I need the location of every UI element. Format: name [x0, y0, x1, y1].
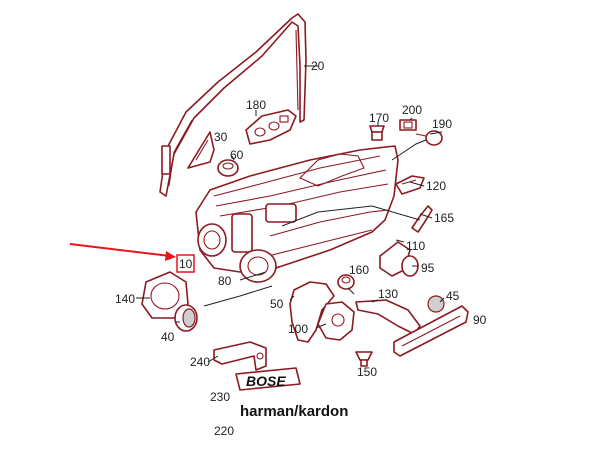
round-cap [217, 159, 239, 177]
label-part-30: 30 [214, 130, 228, 144]
highlight-box [176, 254, 195, 273]
label-part-110: 110 [406, 239, 425, 253]
part-10-callout [69, 243, 195, 273]
label-part-80: 80 [218, 274, 232, 288]
label-part-190: 190 [432, 117, 452, 131]
label-part-230: 230 [210, 390, 230, 404]
label-part-95: 95 [421, 261, 435, 275]
label-part-60: 60 [230, 148, 244, 162]
speaker-grille [174, 304, 198, 332]
label-part-200: 200 [402, 103, 422, 117]
label-part-20: 20 [311, 59, 325, 73]
harman-kardon-badge: harman/kardon [240, 403, 348, 420]
label-part-240: 240 [190, 355, 210, 369]
metal-bracket [213, 341, 267, 371]
label-part-10: 10 [179, 257, 193, 271]
mirror-triangle-cover [187, 131, 215, 169]
label-part-180: 180 [246, 98, 266, 112]
door-pull-handle-insert [395, 175, 425, 195]
label-part-220: 220 [214, 424, 234, 438]
door-pocket [289, 281, 335, 343]
label-part-90: 90 [473, 313, 487, 327]
bose-badge-text: BOSE [246, 373, 286, 389]
label-part-120: 120 [426, 179, 446, 193]
lower-door-trim [393, 305, 469, 357]
trim-strip [411, 205, 433, 233]
armrest-handle [355, 299, 421, 335]
screw [415, 130, 443, 146]
switch-cover [427, 295, 445, 313]
label-part-165: 165 [434, 211, 454, 225]
label-part-160: 160 [349, 263, 369, 277]
clip-nut [399, 119, 417, 131]
label-part-170: 170 [369, 111, 389, 125]
plug [337, 274, 355, 290]
label-part-130: 130 [378, 287, 398, 301]
label-part-140: 140 [115, 292, 135, 306]
window-frame-seal [159, 13, 307, 197]
door-inner-panel [195, 145, 399, 273]
part-number-labels: 10 20 30 40 45 50 60 80 90 95 100 110 12… [115, 59, 487, 438]
door-speaker [239, 249, 277, 283]
leader-lines [136, 65, 445, 363]
label-part-40: 40 [161, 330, 175, 344]
push-clip [355, 351, 373, 367]
label-part-50: 50 [270, 297, 284, 311]
label-part-45: 45 [446, 289, 460, 303]
window-switch-panel [245, 109, 297, 145]
harman-kardon-badge-text: harman/kardon [240, 403, 348, 420]
label-part-100: 100 [288, 322, 308, 336]
pocket-bracket [317, 301, 355, 341]
bose-badge: BOSE [235, 367, 301, 391]
plastic-clip [369, 125, 385, 141]
label-part-150: 150 [357, 365, 377, 379]
